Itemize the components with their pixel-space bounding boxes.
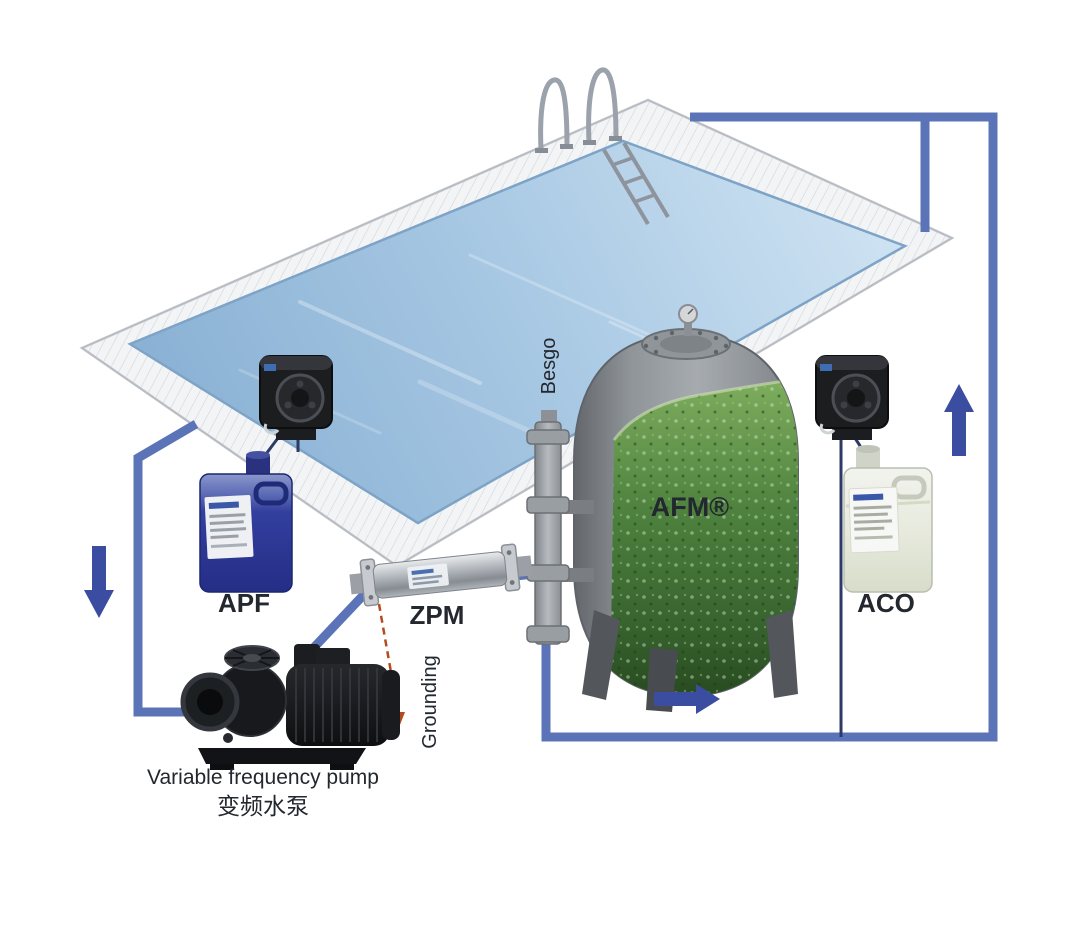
aco-dosing-pump — [815, 355, 889, 440]
grounding-label: Grounding — [419, 655, 441, 748]
pool-ladder-icon — [602, 141, 670, 226]
filter-leg-left — [582, 610, 620, 700]
besgo-label: Besgo — [538, 338, 560, 395]
filter-leg-right — [766, 610, 798, 698]
pump-label-zh: 变频水泵 — [217, 793, 309, 819]
flow-arrow-down-icon — [84, 546, 114, 618]
pipe-return-loop — [541, 112, 998, 742]
filter-media — [610, 376, 798, 696]
afm-label: AFM® — [651, 492, 729, 522]
gauge-stem — [684, 322, 692, 336]
besgo-valve — [526, 410, 594, 645]
pump-label-en: Variable frequency pump — [147, 766, 379, 789]
apf-dosing-pump — [259, 355, 333, 440]
aco-label: ACO — [857, 588, 915, 618]
handrail-icon — [535, 67, 622, 153]
zpm-static-mixer — [349, 543, 533, 607]
flow-arrow-up-icon — [944, 384, 974, 456]
apf-container — [199, 451, 293, 593]
afm-filter-vessel — [573, 304, 799, 712]
pipe-suction — [133, 420, 212, 717]
zpm-label: ZPM — [410, 600, 465, 630]
flow-arrow-right-icon — [654, 684, 720, 714]
aco-container — [843, 445, 933, 593]
apf-label: APF — [218, 588, 270, 618]
variable-frequency-pump — [180, 644, 400, 770]
